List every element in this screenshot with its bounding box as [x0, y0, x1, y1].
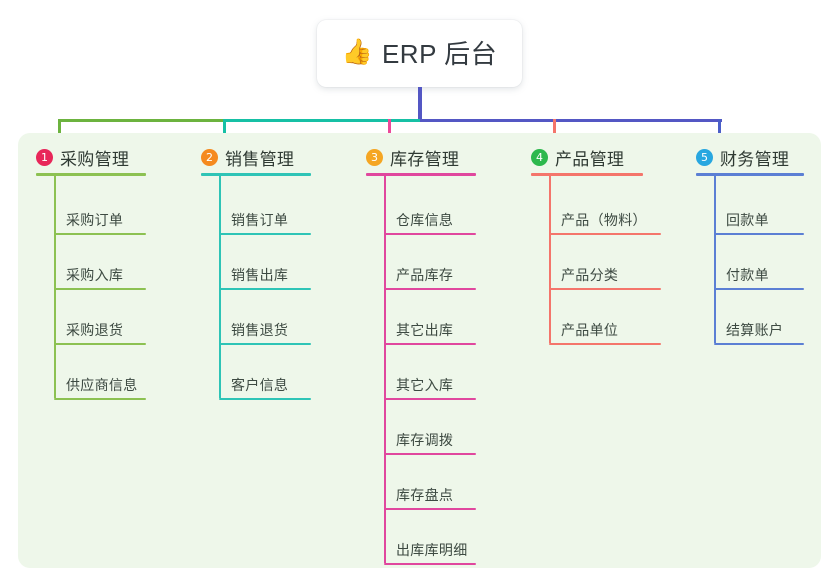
- root-node-title: ERP 后台: [381, 39, 498, 69]
- connector-teal-segment: [225, 119, 420, 122]
- column-title-4: 产品管理: [555, 150, 625, 169]
- leaf-item-label: 库存调拨: [396, 432, 454, 448]
- leaf-item-underline: [54, 343, 146, 345]
- connector-green-segment: [58, 119, 225, 122]
- leaf-item-underline: [384, 343, 476, 345]
- leaf-item-underline: [219, 288, 311, 290]
- leaf-item-underline: [384, 563, 476, 565]
- column-underline-3: [366, 173, 476, 176]
- thumbs-up-icon: 👍: [341, 38, 373, 66]
- column-badge-2: 2: [201, 149, 218, 166]
- root-node-content: 👍 ERP 后台: [342, 34, 497, 71]
- leaf-item-label: 回款单: [726, 212, 769, 228]
- leaf-item-label: 其它出库: [396, 322, 454, 338]
- leaf-item-label: 采购退货: [66, 322, 124, 338]
- leaf-item-underline: [219, 233, 311, 235]
- column-header-2[interactable]: 2 销售管理: [201, 145, 294, 170]
- column-spine-2: [219, 173, 221, 398]
- leaf-item-label: 付款单: [726, 267, 769, 283]
- column-underline-5: [696, 173, 804, 176]
- column-badge-5: 5: [696, 149, 713, 166]
- column-spine-3: [384, 173, 386, 563]
- leaf-item-label: 采购入库: [66, 267, 124, 283]
- column-underline-2: [201, 173, 311, 176]
- leaf-item-label: 供应商信息: [66, 377, 138, 393]
- leaf-item-underline: [714, 343, 804, 345]
- root-node[interactable]: 👍 ERP 后台: [317, 20, 522, 87]
- leaf-item-label: 出库库明细: [396, 542, 468, 558]
- column-badge-3: 3: [366, 149, 383, 166]
- leaf-item-underline: [54, 288, 146, 290]
- leaf-item-underline: [54, 233, 146, 235]
- column-badge-1: 1: [36, 149, 53, 166]
- column-title-1: 采购管理: [60, 150, 130, 169]
- column-header-4[interactable]: 4 产品管理: [531, 145, 624, 170]
- column-title-3: 库存管理: [390, 150, 460, 169]
- leaf-item-label: 仓库信息: [396, 212, 454, 228]
- column-header-5[interactable]: 5 财务管理: [696, 145, 789, 170]
- leaf-item-label: 销售退货: [231, 322, 289, 338]
- connector-blue-segment: [420, 119, 722, 122]
- leaf-item-underline: [219, 343, 311, 345]
- leaf-item-underline: [384, 453, 476, 455]
- column-spine-4: [549, 173, 551, 343]
- leaf-item-underline: [54, 398, 146, 400]
- leaf-item-underline: [219, 398, 311, 400]
- branches-panel: [18, 133, 821, 568]
- leaf-item-underline: [384, 233, 476, 235]
- leaf-item-underline: [384, 508, 476, 510]
- column-header-1[interactable]: 1 采购管理: [36, 145, 129, 170]
- leaf-item-label: 产品分类: [561, 267, 619, 283]
- leaf-item-underline: [549, 343, 661, 345]
- leaf-item-underline: [549, 288, 661, 290]
- leaf-item-label: 产品单位: [561, 322, 619, 338]
- column-underline-1: [36, 173, 146, 176]
- leaf-item-label: 销售出库: [231, 267, 289, 283]
- leaf-item-label: 客户信息: [231, 377, 289, 393]
- leaf-item-label: 其它入库: [396, 377, 454, 393]
- leaf-item-underline: [384, 288, 476, 290]
- leaf-item-label: 结算账户: [726, 322, 784, 338]
- column-underline-4: [531, 173, 643, 176]
- leaf-item-underline: [714, 233, 804, 235]
- column-badge-4: 4: [531, 149, 548, 166]
- column-spine-5: [714, 173, 716, 343]
- leaf-item-label: 产品（物料）: [561, 212, 647, 228]
- column-spine-1: [54, 173, 56, 398]
- column-header-3[interactable]: 3 库存管理: [366, 145, 459, 170]
- leaf-item-underline: [549, 233, 661, 235]
- leaf-item-underline: [714, 288, 804, 290]
- leaf-item-label: 采购订单: [66, 212, 124, 228]
- leaf-item-label: 销售订单: [231, 212, 289, 228]
- column-title-2: 销售管理: [225, 150, 295, 169]
- leaf-item-label: 库存盘点: [396, 487, 454, 503]
- leaf-item-underline: [384, 398, 476, 400]
- column-title-5: 财务管理: [720, 150, 790, 169]
- root-stem-line: [418, 87, 422, 122]
- leaf-item-label: 产品库存: [396, 267, 454, 283]
